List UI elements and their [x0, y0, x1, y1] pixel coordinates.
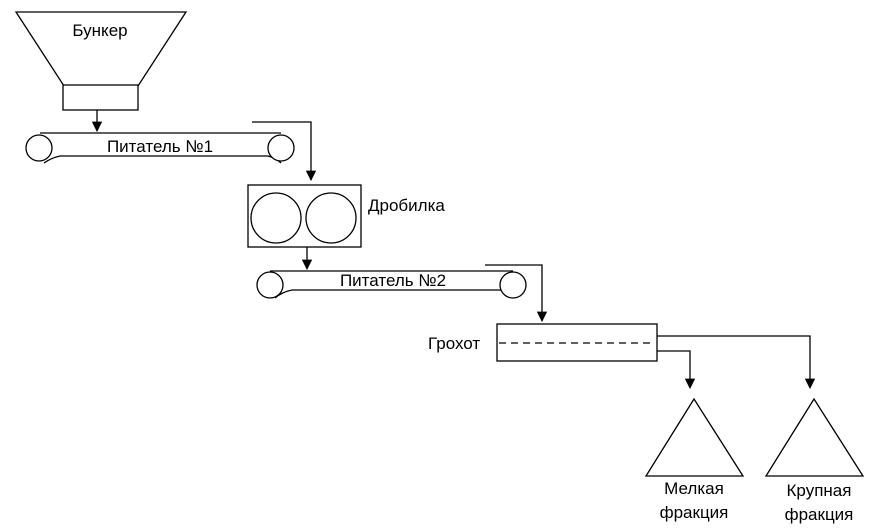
screen: Грохот	[428, 323, 658, 362]
bunker-label: Бункер	[72, 21, 127, 40]
feeder2-label: Питатель №2	[340, 271, 446, 290]
arrow-screen-to-coarse	[657, 335, 816, 390]
screen-label: Грохот	[428, 334, 480, 353]
bunker: Бункер	[14, 11, 188, 111]
crusher: Дробилка	[247, 184, 445, 248]
coarse-fraction: Крупная фракция	[764, 397, 865, 524]
arrow-screen-to-fine	[657, 350, 696, 390]
fine-fraction-label-line2: фракция	[660, 503, 729, 522]
arrow-feeder1-to-crusher	[252, 121, 317, 182]
fine-fraction-label-line1: Мелкая	[664, 479, 724, 498]
feeder1: Питатель №1	[25, 132, 295, 164]
crusher-label: Дробилка	[368, 196, 445, 215]
fine-fraction: Мелкая фракция	[644, 397, 745, 522]
crusher-left-roll	[250, 192, 302, 244]
coarse-fraction-pile-shape	[764, 397, 865, 477]
fine-fraction-pile-shape	[644, 397, 745, 477]
crusher-right-roll	[305, 192, 357, 244]
coarse-fraction-label-line1: Крупная	[787, 481, 852, 500]
feeder2: Питатель №2	[256, 270, 527, 299]
feeder2-left-roller	[256, 271, 284, 299]
coarse-fraction-label-line2: фракция	[785, 505, 854, 524]
bunker-outlet-shape	[62, 84, 139, 111]
feeder2-right-roller	[499, 271, 527, 299]
arrow-feeder2-to-screen	[485, 264, 548, 323]
feeder1-right-roller	[267, 134, 295, 162]
feeder1-label: Питатель №1	[107, 137, 213, 156]
feeder1-left-roller	[25, 134, 53, 162]
